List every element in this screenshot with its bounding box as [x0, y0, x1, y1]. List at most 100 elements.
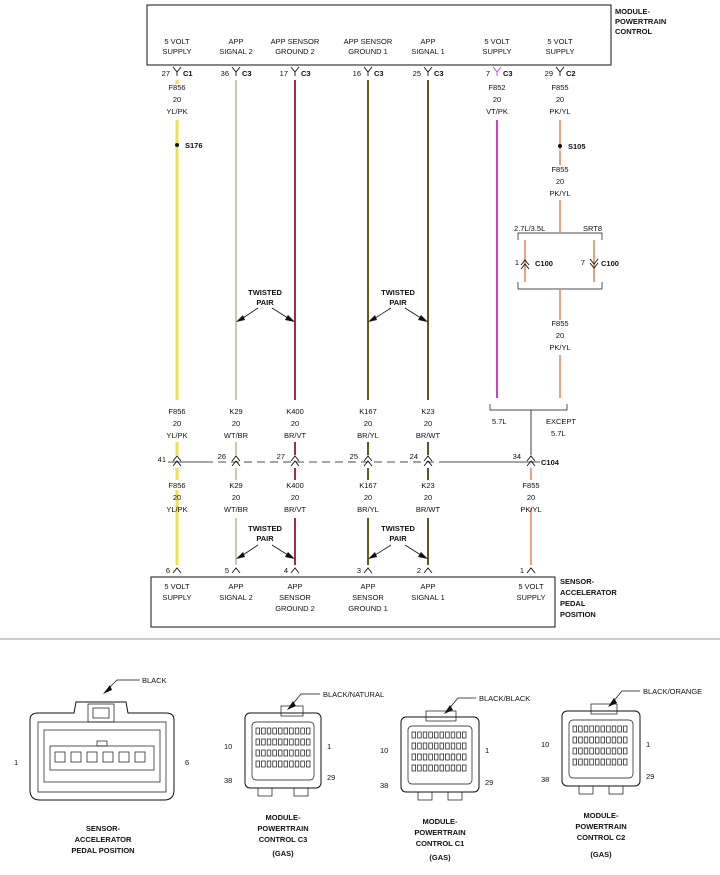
connector-cavity: [456, 764, 461, 772]
pcm-col-1-label2: SUPPLY: [162, 47, 191, 56]
connector-cavity: [611, 758, 617, 766]
c104-pin-25: 25: [350, 452, 358, 461]
connector-cavity: [428, 753, 433, 761]
connector-cavity: [266, 749, 272, 757]
connector-cavity: [450, 764, 456, 772]
connector-cavity: [623, 747, 628, 755]
c100-pin-7: 7: [581, 258, 585, 267]
pcm-conn-c2: C2: [566, 69, 576, 78]
k23-circuit-a: K23: [421, 407, 434, 416]
twisted-pair-2-l2: PAIR: [389, 298, 407, 307]
wire-f855-circuit-mid: F855: [551, 165, 568, 174]
connector-2-pin-1: 1: [327, 742, 331, 751]
connector-cavity: [572, 747, 577, 755]
connector-1-pin-1: 1: [14, 758, 18, 767]
connector-cavity: [600, 758, 605, 766]
pcm-col-6-label2: SUPPLY: [482, 47, 511, 56]
connector-cavity: [606, 747, 611, 755]
splice-s176-dot: [175, 143, 179, 147]
connector-app-sensor: BLACK 1 6 SENSOR- ACCELERATOR PEDAL POSI…: [14, 676, 189, 855]
pcm-conn-c3-e: C3: [503, 69, 513, 78]
connector-cavity: [417, 731, 422, 739]
f856-gauge-b: 20: [173, 493, 181, 502]
connector-cavity: [611, 747, 617, 755]
pcm-pin-chevrons: [172, 66, 565, 76]
connector-cavity: [462, 742, 467, 750]
connector-1-name-3: PEDAL POSITION: [71, 846, 134, 855]
connector-cavity: [450, 753, 456, 761]
wire-f855-color-after-c100: PK/YL: [549, 343, 570, 352]
k29-color-b: WT/BR: [224, 505, 249, 514]
connector-cavity: [278, 749, 283, 757]
c100-conn-label-left: C100: [535, 259, 553, 268]
connector-cavity: [300, 749, 305, 757]
connector-cavity: [422, 753, 428, 761]
connector-cavity: [600, 747, 605, 755]
connector-2-pin-10: 10: [224, 742, 232, 751]
connector-2-pin-29: 29: [327, 773, 335, 782]
connector-cavity: [422, 731, 428, 739]
connector-4-name-1: MODULE-: [584, 811, 619, 820]
c100-pin-1: 1: [515, 258, 519, 267]
connector-cavity: [289, 749, 294, 757]
connector-cavity: [456, 742, 461, 750]
circuit-labels-below-c104: F856 20 YL/PK K29 20 WT/BR K400 20 BR/VT…: [166, 481, 541, 514]
c104-connector: 41 26 27 25 24 34 C104: [158, 452, 560, 467]
connector-cavity: [289, 727, 294, 735]
connector-cavity: [422, 742, 428, 750]
circuit-labels-above-c104: F856 20 YL/PK K29 20 WT/BR K400 20 BR/VT…: [166, 407, 440, 440]
connector-4-color: BLACK/ORANGE: [643, 687, 702, 696]
wire-f855-color-top: PK/YL: [549, 107, 570, 116]
connector-4-pin-29: 29: [646, 772, 654, 781]
connector-4-name-2: POWERTRAIN: [575, 822, 626, 831]
connector-cavity: [439, 753, 444, 761]
pcm-circuit-labels: F856 20 YL/PK F852 20 VT/PK F855 20 PK/Y…: [166, 83, 570, 116]
connector-cavity: [583, 758, 589, 766]
connector-cavity: [572, 736, 577, 744]
k400-circuit-a: K400: [286, 407, 304, 416]
connector-cavity: [611, 725, 617, 733]
pcm-pin-numbers: 27 C1 36 C3 17 C3 16 C3 25 C3 7 C3 29 C2: [162, 69, 576, 78]
c104-pin-24: 24: [410, 452, 418, 461]
connector-cavity: [255, 760, 260, 768]
sensor-col-1-l2: SUPPLY: [162, 593, 191, 602]
twisted-pair-4-l2: PAIR: [389, 534, 407, 543]
engine-except-1: EXCEPT: [546, 417, 576, 426]
connector-cavity: [300, 738, 305, 746]
splice-s105-dot: [558, 144, 562, 148]
c100-left-option: 2.7L/3.5L: [514, 224, 545, 233]
connector-pcm-c2: BLACK/ORANGE 10 1 38 29 MODULE- POWERTRA…: [541, 687, 702, 859]
wire-f855-gauge-mid: 20: [556, 177, 564, 186]
f856-color-a: YL/PK: [166, 431, 187, 440]
wire-f852-color: VT/PK: [486, 107, 508, 116]
connector-cavity: [450, 731, 456, 739]
pcm-col-2-label2: SIGNAL 2: [219, 47, 253, 56]
connector-cavity: [422, 764, 428, 772]
connector-cavity: [289, 738, 294, 746]
sensor-col-5-l2: SIGNAL 1: [411, 593, 445, 602]
f856-gauge-a: 20: [173, 419, 181, 428]
pcm-col-4-label: APP SENSOR: [344, 37, 393, 46]
c104-wire-stubs: [175, 442, 532, 480]
connector-cavity: [306, 749, 311, 757]
connector-cavity: [278, 738, 283, 746]
connector-cavity: [578, 736, 583, 744]
connector-3-pin-1: 1: [485, 746, 489, 755]
connector-cavity: [272, 738, 277, 746]
connector-cavity: [434, 764, 439, 772]
connector-cavity: [600, 736, 605, 744]
connector-3-pin-29: 29: [485, 778, 493, 787]
sensor-col-3-l1: APP: [287, 582, 302, 591]
connector-cavity: [578, 725, 583, 733]
connector-3-name-4: (GAS): [429, 853, 451, 862]
pcm-pin-labels: 5 VOLT SUPPLY APP SIGNAL 2 APP SENSOR GR…: [162, 37, 574, 56]
f856-circuit-a: F856: [168, 407, 185, 416]
sensor-pin-3: 3: [357, 566, 361, 575]
splice-s176-label: S176: [185, 141, 203, 150]
connector-cavity: [434, 742, 439, 750]
pcm-col-5-label: APP: [420, 37, 435, 46]
wire-f852-gauge: 20: [493, 95, 501, 104]
connector-2-name-2: POWERTRAIN: [257, 824, 308, 833]
connector-cavity: [456, 753, 461, 761]
